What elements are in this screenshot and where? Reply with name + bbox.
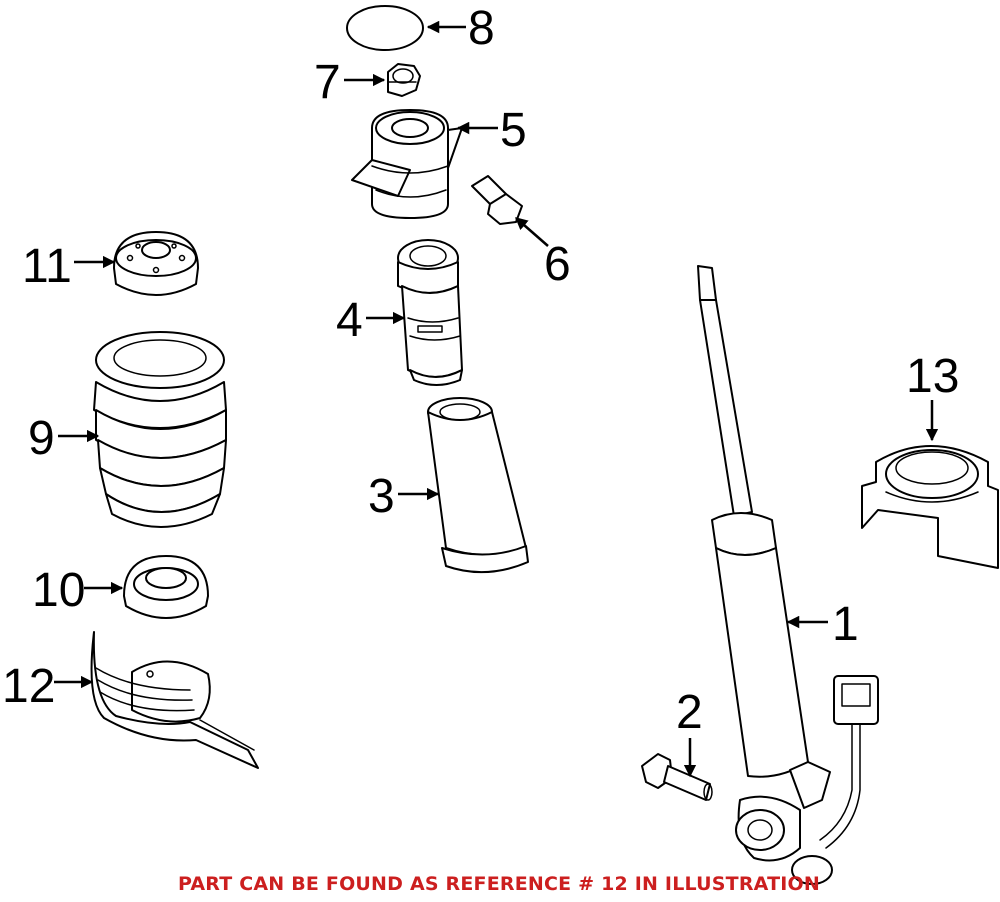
callout-9: 9 — [28, 412, 55, 465]
part-11-upper-seat — [113, 231, 199, 296]
part-12-shield — [90, 631, 259, 769]
part-8-cap — [346, 5, 424, 51]
callout-7: 7 — [314, 56, 341, 109]
part-13-cover — [861, 445, 999, 569]
part-6-bolt — [471, 175, 523, 225]
part-2-bolt — [641, 753, 713, 801]
callout-5: 5 — [500, 104, 527, 157]
part-5-top-mount — [351, 109, 463, 219]
callout-10: 10 — [32, 564, 85, 617]
leader-6 — [515, 217, 549, 247]
callout-12: 12 — [2, 660, 55, 713]
callout-6: 6 — [544, 238, 571, 291]
part-10-lower-seat — [123, 555, 209, 619]
leader-arrows — [54, 20, 939, 778]
callout-labels: 8 7 5 6 11 4 9 3 13 10 1 12 2 — [2, 2, 959, 739]
callout-2: 2 — [676, 686, 703, 739]
reference-notice: PART CAN BE FOUND AS REFERENCE # 12 IN I… — [178, 873, 820, 895]
callout-8: 8 — [468, 2, 495, 55]
part-4-bump-stop — [397, 239, 463, 386]
callout-3: 3 — [368, 470, 395, 523]
part-1-shock-absorber — [697, 265, 879, 885]
part-3-dust-boot — [427, 397, 529, 574]
callout-1: 1 — [832, 598, 859, 651]
part-7-nut — [387, 63, 421, 97]
callout-4: 4 — [336, 294, 363, 347]
callout-11: 11 — [22, 240, 72, 293]
part-9-coil-spring — [93, 331, 227, 528]
callout-13: 13 — [906, 350, 959, 403]
